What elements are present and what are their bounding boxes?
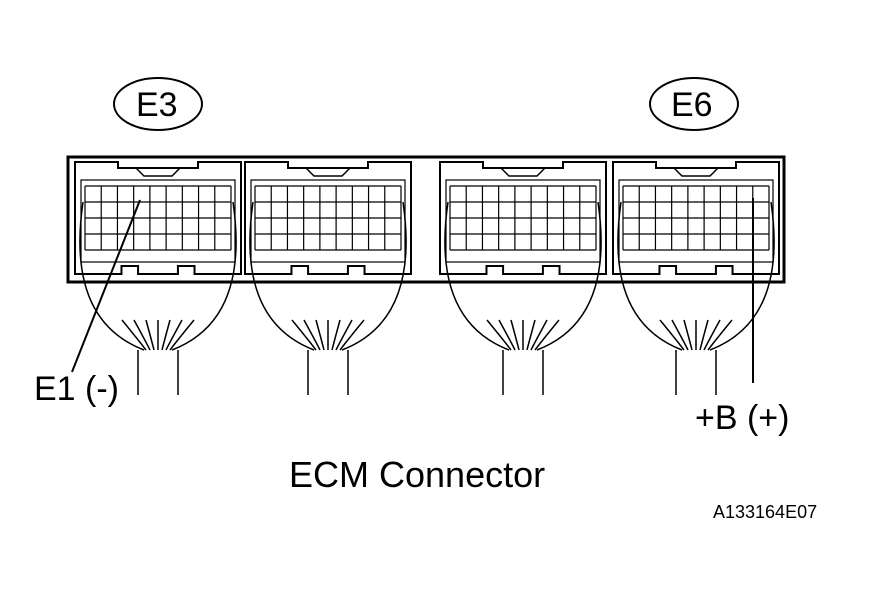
pin-grid [254,185,402,251]
connector-e3-oval [113,77,203,131]
wire-strand [510,319,520,351]
wire-strand [291,319,317,351]
wire-strand [671,319,689,351]
wire-strand [121,319,147,351]
wire-strand [498,319,516,351]
connector-latch [305,167,351,177]
connector-label-e6: E6 [671,86,713,124]
wire-strand [335,319,353,351]
ground-leader-line [71,199,141,373]
wire-strand [534,319,560,351]
connector-block-2 [244,161,412,275]
figure-code: A133164E07 [713,502,818,522]
wire-strand [133,319,151,351]
wire-strand [339,319,365,351]
connector-latch [673,167,719,177]
wire-strand [165,319,183,351]
pin-grid [622,185,770,251]
connector-block-4 [612,161,780,275]
wire-strand [703,319,721,351]
cable-sheath [307,350,349,395]
wire-loop-left [617,201,683,351]
wire-strand [161,319,171,351]
wire-strand [707,319,733,351]
wire-loop-left [444,201,510,351]
battery-pin-label: +B (+) [695,399,790,437]
connector-e6-oval [649,77,739,131]
connector-block-3 [439,161,607,275]
wire-loop-left [79,201,145,351]
pin-grid [449,185,597,251]
connector-blocks [74,161,780,275]
connector-label-e3: E3 [136,86,178,124]
ecm-housing [66,155,786,284]
wire-harness-4 [617,201,775,395]
cable-sheath [502,350,544,395]
wire-harness-3 [444,201,602,395]
wire-harnesses [79,201,775,395]
wire-strand [315,319,325,351]
connector-block-outline [244,161,412,275]
wire-strand [699,319,709,351]
ground-pin-label: E1 (-) [34,370,119,408]
connector-block-outline [612,161,780,275]
wire-strand [526,319,536,351]
wire-harness-2 [249,201,407,395]
wire-strand [659,319,685,351]
wire-strand [331,319,341,351]
wire-strand [145,319,155,351]
wire-strand [683,319,693,351]
connector-block-1 [74,161,242,275]
connector-block-outline [74,161,242,275]
wire-loop-right [536,201,602,351]
connector-latch [500,167,546,177]
wire-harness-1 [79,201,237,395]
wire-strand [486,319,512,351]
wire-loop-right [171,201,237,351]
wire-strand [303,319,321,351]
wire-strand [530,319,548,351]
cable-sheath [675,350,717,395]
connector-block-outline [439,161,607,275]
wire-loop-left [249,201,315,351]
wire-loop-right [709,201,775,351]
pin-grid [84,185,232,251]
wire-loop-right [341,201,407,351]
diagram-title: ECM Connector [289,454,546,495]
connector-latch [135,167,181,177]
cable-sheath [137,350,179,395]
wire-strand [169,319,195,351]
